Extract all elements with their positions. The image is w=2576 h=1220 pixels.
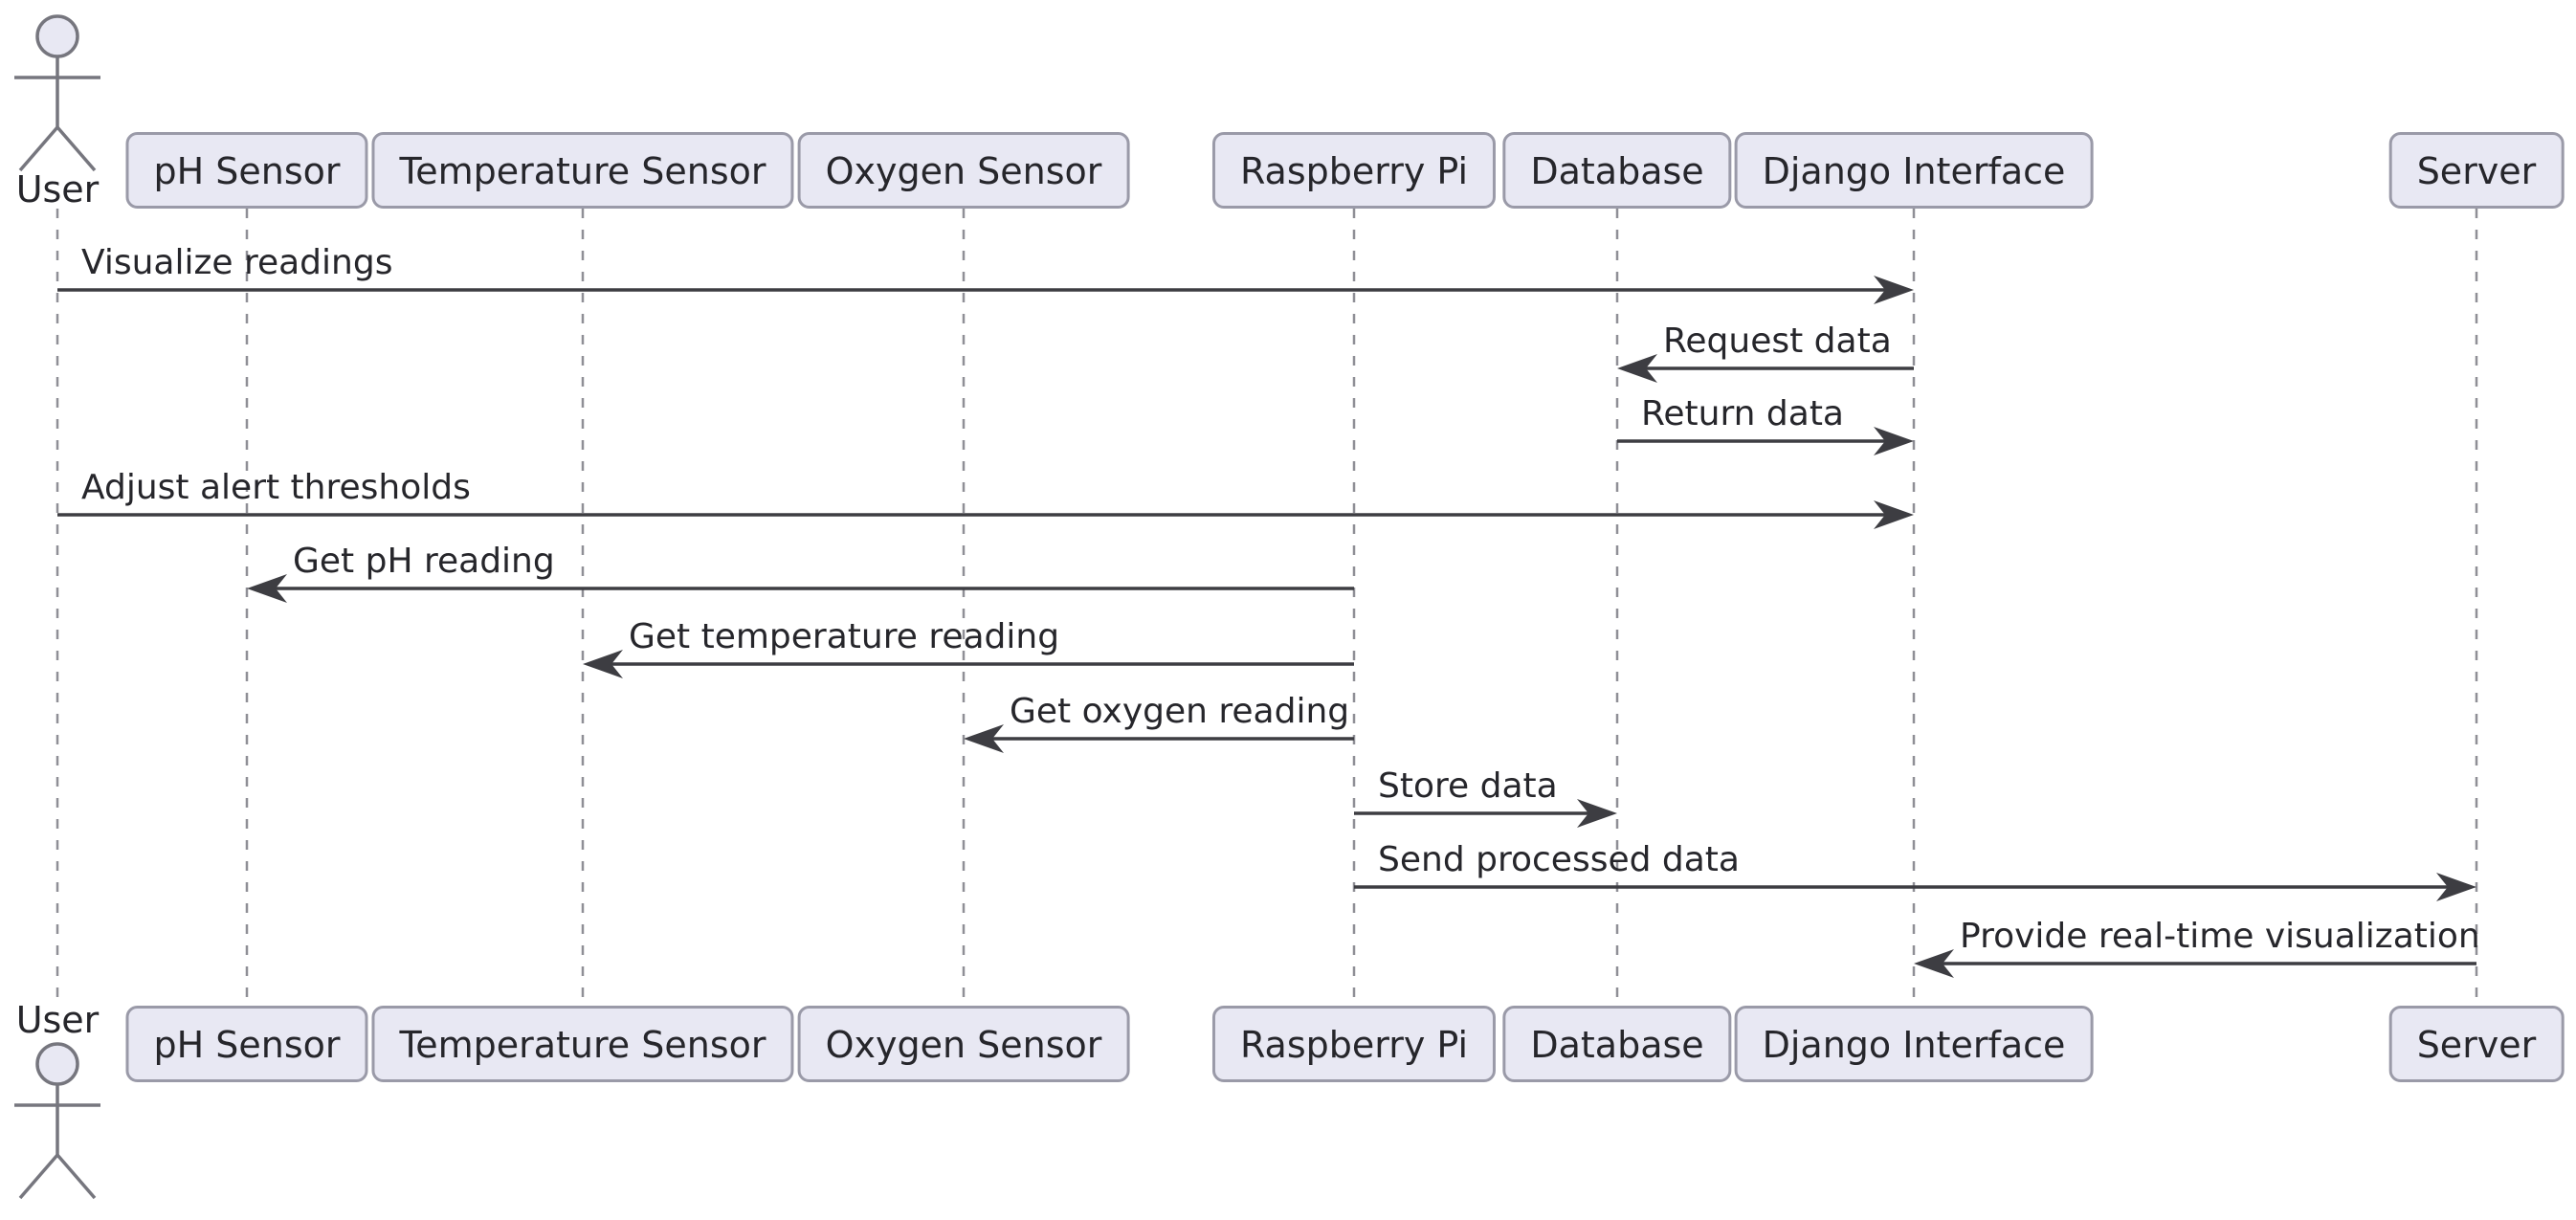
message-label: Get temperature reading <box>629 617 1060 656</box>
participant-temp-bottom: Temperature Sensor <box>371 1006 794 1082</box>
actor-figure-top <box>14 14 100 172</box>
actor-head-icon <box>35 1042 79 1086</box>
message-label: Send processed data <box>1378 840 1740 879</box>
message-label: Visualize readings <box>81 243 393 282</box>
message-label: Request data <box>1663 322 1892 361</box>
message-label: Provide real-time visualization <box>1960 917 2480 956</box>
participant-ph-bottom: pH Sensor <box>125 1006 368 1082</box>
message-arrowhead <box>964 724 1004 753</box>
message-label: Get pH reading <box>293 542 555 581</box>
message-arrowhead <box>1914 949 1954 978</box>
message-arrowhead <box>2436 873 2476 901</box>
message-arrowhead <box>1874 427 1914 455</box>
participant-db-bottom: Database <box>1502 1006 1732 1082</box>
message-arrowhead <box>1617 354 1657 383</box>
participant-oxygen-bottom: Oxygen Sensor <box>797 1006 1130 1082</box>
message-arrowhead <box>247 574 287 603</box>
participant-ph-top: pH Sensor <box>125 132 368 209</box>
message-arrowhead <box>583 650 623 678</box>
participant-temp-top: Temperature Sensor <box>371 132 794 209</box>
participant-server-top: Server <box>2388 132 2565 209</box>
participant-django-top: Django Interface <box>1734 132 2094 209</box>
participant-oxygen-top: Oxygen Sensor <box>797 132 1130 209</box>
participant-db-top: Database <box>1502 132 1732 209</box>
participant-server-bottom: Server <box>2388 1006 2565 1082</box>
actor-label-user-top: User <box>15 168 100 211</box>
actor-figure-bottom <box>14 1042 100 1200</box>
message-label: Store data <box>1378 766 1558 806</box>
message-arrowhead <box>1874 500 1914 529</box>
participant-raspi-top: Raspberry Pi <box>1211 132 1497 209</box>
actor-head-icon <box>35 14 79 58</box>
participant-raspi-bottom: Raspberry Pi <box>1211 1006 1497 1082</box>
message-arrowhead <box>1577 799 1617 828</box>
message-label: Adjust alert thresholds <box>81 468 471 507</box>
message-label: Return data <box>1641 394 1844 433</box>
participant-django-bottom: Django Interface <box>1734 1006 2094 1082</box>
actor-label-user-bottom: User <box>15 999 100 1041</box>
message-arrowhead <box>1874 276 1914 304</box>
message-label: Get oxygen reading <box>1010 692 1350 731</box>
